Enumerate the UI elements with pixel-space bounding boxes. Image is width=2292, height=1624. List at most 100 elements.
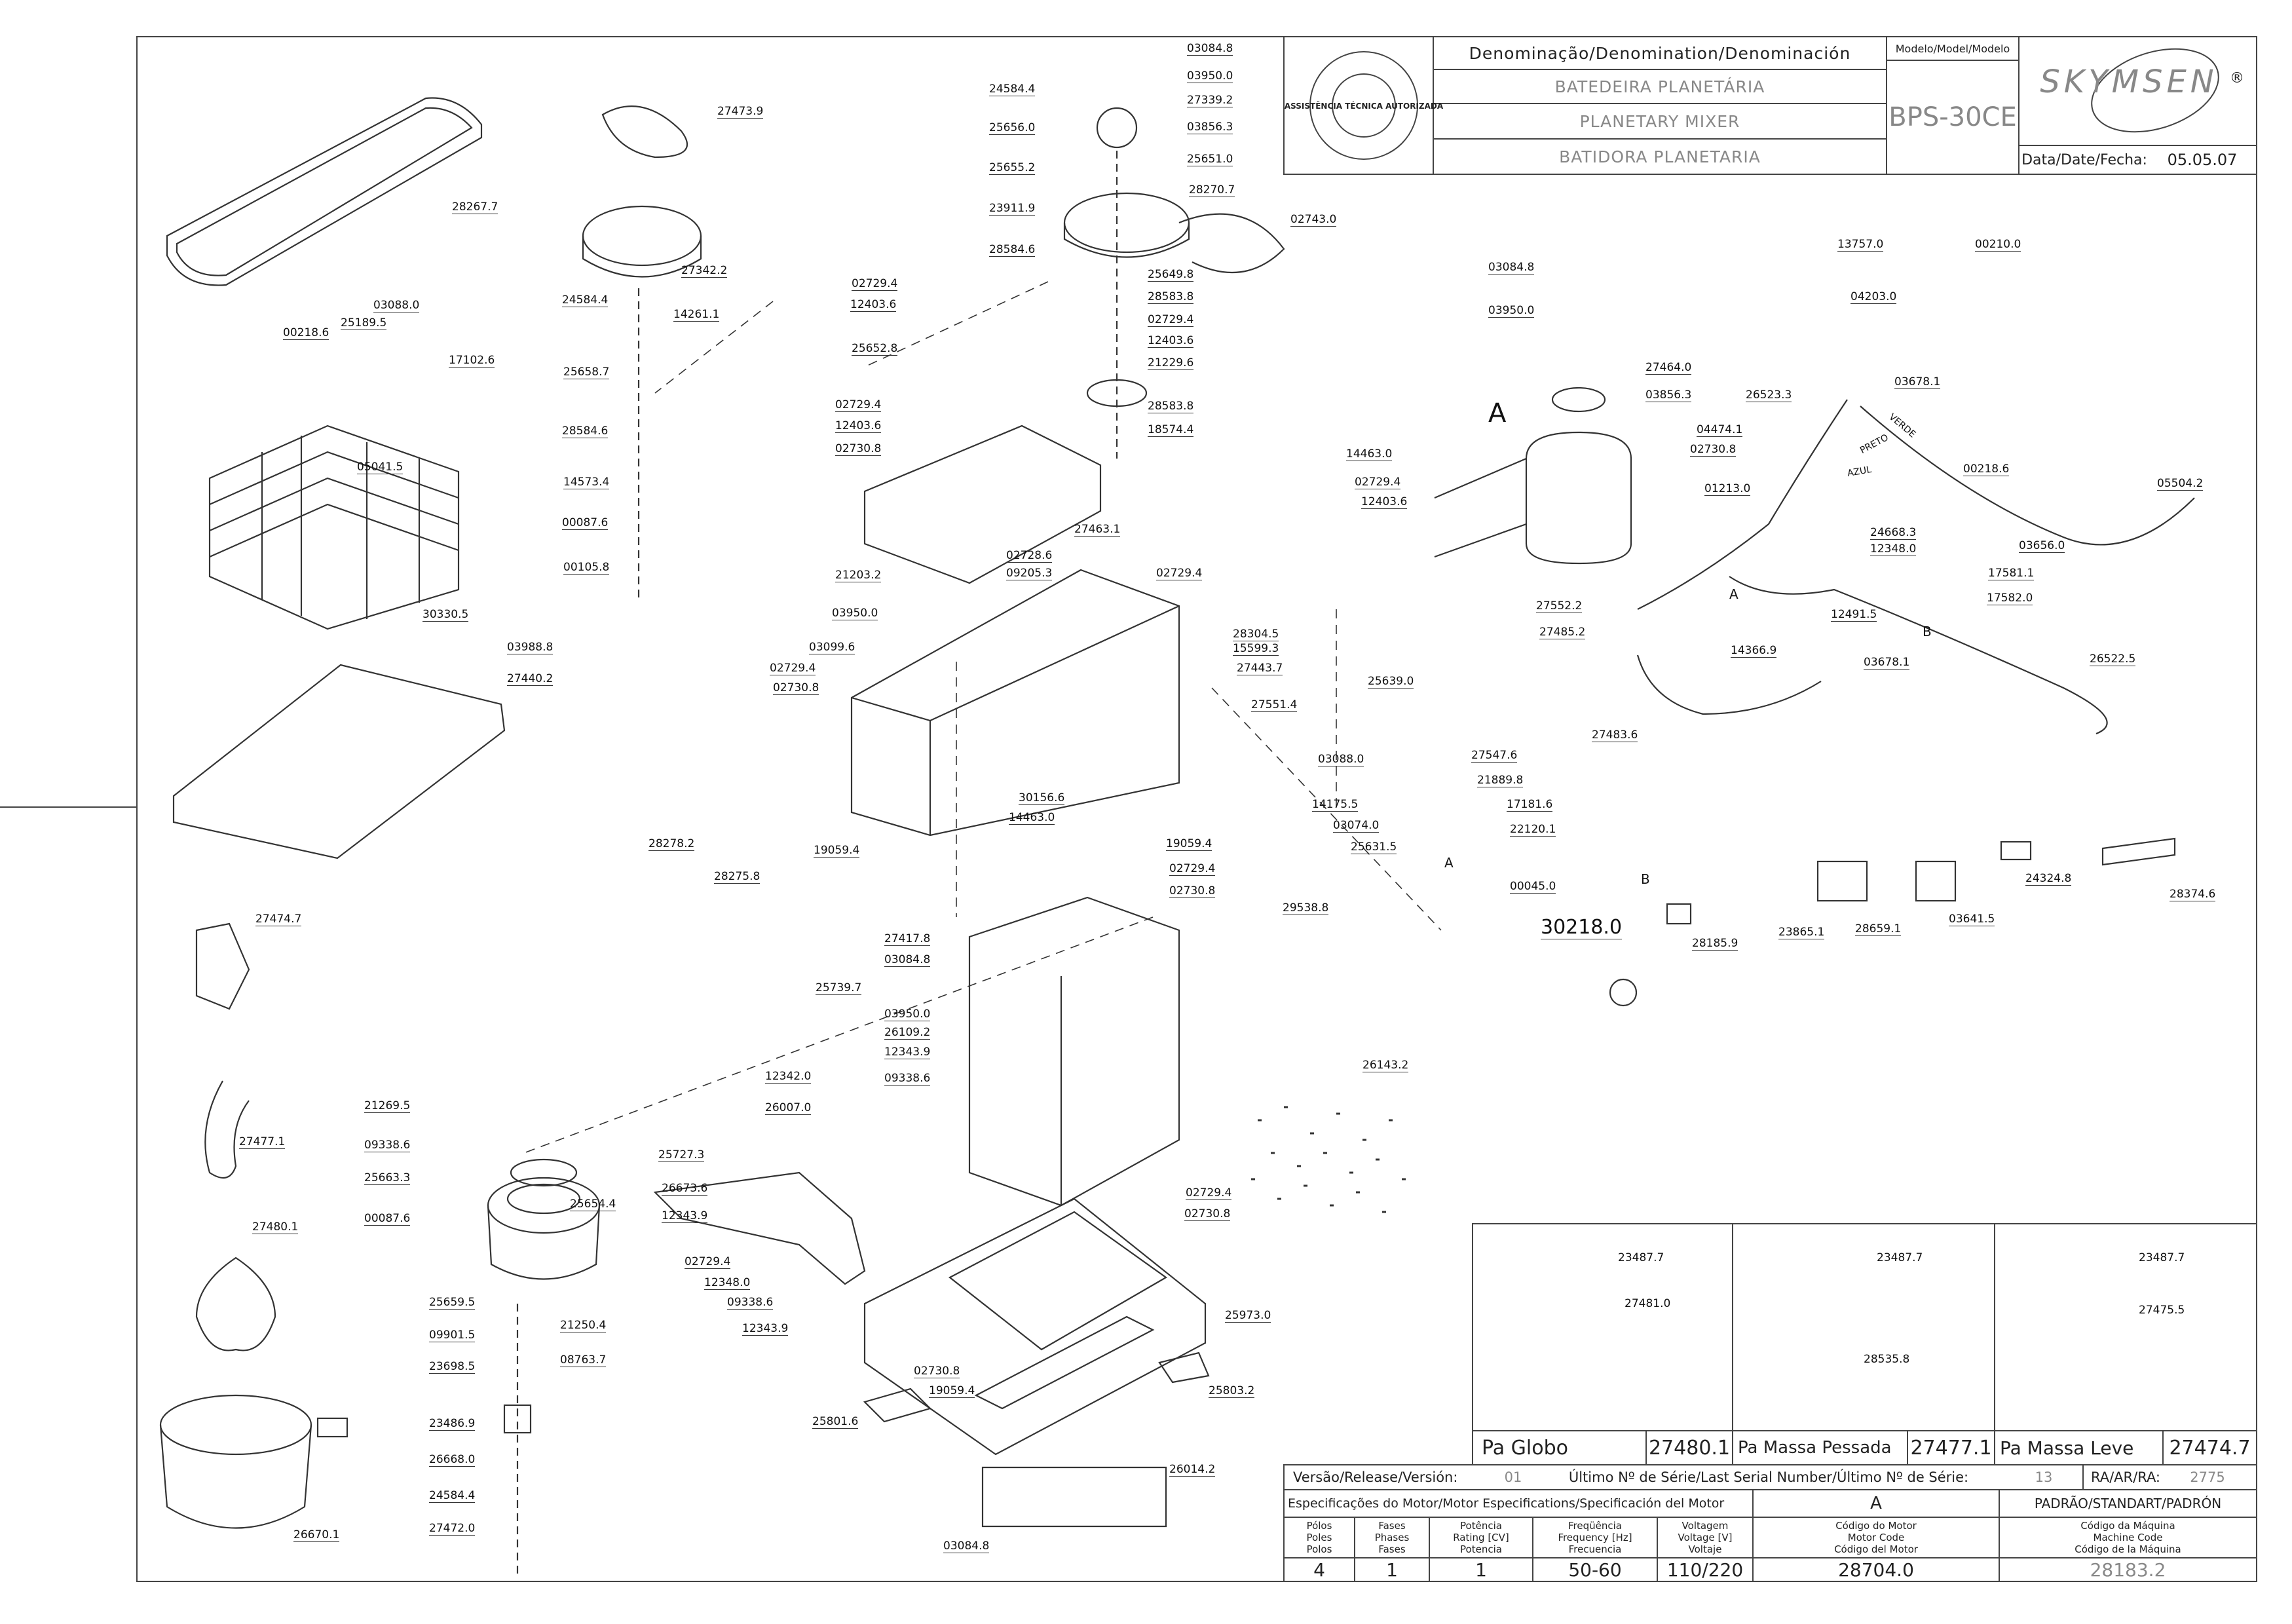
callout-14366.9: 14366.9 <box>1731 644 1777 658</box>
acc-1-part-a: 23487.7 <box>1618 1251 1664 1264</box>
callout-27472.0: 27472.0 <box>429 1522 476 1536</box>
callout-27552.2: 27552.2 <box>1536 599 1583 613</box>
callout-25639.0: 25639.0 <box>1368 675 1414 689</box>
callout-28304.5: 28304.5 <box>1233 628 1279 641</box>
callout-28583.8: 28583.8 <box>1148 400 1194 413</box>
callout-14573.4: 14573.4 <box>563 476 610 489</box>
callout-27417.8: 27417.8 <box>884 932 931 946</box>
callout-12348.0: 12348.0 <box>704 1276 751 1290</box>
callout-12343.9: 12343.9 <box>884 1046 931 1059</box>
callout-17582.0: 17582.0 <box>1987 592 2033 605</box>
serial-value: 13 <box>2035 1469 2053 1485</box>
callout-02729.4: 02729.4 <box>1169 862 1216 876</box>
parts-illustrations <box>159 97 2195 1579</box>
callout-12491.5: 12491.5 <box>1831 608 1877 622</box>
motor-col-standard: PADRÃO/STANDART/PADRÓN <box>2034 1496 2222 1511</box>
motor-spec-value-6: 28183.2 <box>2090 1558 2166 1581</box>
motor-spec-title: Especificações do Motor/Motor Especifica… <box>1288 1496 1725 1511</box>
part-sticker-blank <box>2000 840 2032 861</box>
title-block <box>1283 36 2257 175</box>
accessory-1-name: Pa Globo <box>1482 1436 1568 1460</box>
part-label-small <box>1666 903 1692 925</box>
sheet-frame <box>136 36 2257 1582</box>
callout-03950.0: 03950.0 <box>1488 304 1535 318</box>
seal-text: ASSISTÊNCIA TÉCNICA AUTORIZADA <box>1284 102 1444 111</box>
callout-28267.7: 28267.7 <box>452 200 498 214</box>
callout-26007.0: 26007.0 <box>765 1101 812 1115</box>
serial-label: Último Nº de Série/Last Serial Number/Úl… <box>1568 1469 1969 1485</box>
callout-00087.6: 00087.6 <box>562 516 609 530</box>
version-value: 01 <box>1504 1469 1522 1485</box>
callout-27547.6: 27547.6 <box>1471 749 1518 763</box>
part-bowl-guard <box>166 97 483 286</box>
part-pulley-right <box>1063 192 1190 254</box>
accessory-3-code: 27474.7 <box>2169 1436 2251 1460</box>
callout-27339.2: 27339.2 <box>1187 94 1233 107</box>
callout-14175.5: 14175.5 <box>1312 798 1359 812</box>
callout-19059.4: 19059.4 <box>929 1384 975 1398</box>
callout-03084.8: 03084.8 <box>1488 261 1535 274</box>
callout-26143.2: 26143.2 <box>1362 1059 1409 1072</box>
callout-25649.8: 25649.8 <box>1148 268 1194 282</box>
callout-28275.8: 28275.8 <box>714 870 761 884</box>
callout-09338.6: 09338.6 <box>364 1139 411 1152</box>
callout-27477.1: 27477.1 <box>239 1135 286 1149</box>
callout-25659.5: 25659.5 <box>429 1296 476 1310</box>
callout-00105.8: 00105.8 <box>563 561 610 575</box>
callout-29538.8: 29538.8 <box>1283 901 1329 915</box>
motor-spec-value-4: 110/220 <box>1666 1558 1744 1581</box>
callout-03856.3: 03856.3 <box>1187 121 1233 134</box>
callout-23486.9: 23486.9 <box>429 1417 476 1431</box>
callout-12343.9: 12343.9 <box>662 1209 708 1223</box>
callout-26670.1: 26670.1 <box>293 1528 340 1542</box>
part-dough-hook <box>204 1080 250 1179</box>
part-wire-basket <box>208 425 460 630</box>
callout-25656.0: 25656.0 <box>989 121 1036 135</box>
callout-02729.4: 02729.4 <box>1186 1186 1232 1200</box>
callout-03678.1: 03678.1 <box>1864 656 1910 670</box>
callout-02730.8: 02730.8 <box>914 1365 960 1378</box>
callout-02730.8: 02730.8 <box>835 442 882 456</box>
callout-21229.6: 21229.6 <box>1148 356 1194 370</box>
callout-27440.2: 27440.2 <box>507 672 554 686</box>
callout-26522.5: 26522.5 <box>2090 652 2136 666</box>
callout-17581.1: 17581.1 <box>1988 567 2035 580</box>
callout-25801.6: 25801.6 <box>812 1415 859 1429</box>
callout-03950.0: 03950.0 <box>1187 69 1233 83</box>
part-wire-whip <box>195 1256 276 1351</box>
part-nameplate <box>2101 837 2176 866</box>
callout-00045.0: 00045.0 <box>1510 880 1556 894</box>
callout-02730.8: 02730.8 <box>1690 443 1737 457</box>
callout-28374.6: 28374.6 <box>2170 888 2216 901</box>
product-name-en: PLANETARY MIXER <box>1579 111 1740 131</box>
callout-25658.7: 25658.7 <box>563 366 610 379</box>
callout-09901.5: 09901.5 <box>429 1329 476 1342</box>
part-gearbox-housing <box>850 569 1180 837</box>
callout-03950.0: 03950.0 <box>832 607 878 620</box>
callout-12403.6: 12403.6 <box>835 419 882 433</box>
callout-21889.8: 21889.8 <box>1477 774 1524 787</box>
callout-28278.2: 28278.2 <box>648 837 695 851</box>
detail-letter-b-switch: B <box>1641 871 1650 887</box>
motor-spec-table <box>1283 1464 2257 1582</box>
callout-02729.4: 02729.4 <box>835 398 882 412</box>
callout-26668.0: 26668.0 <box>429 1453 476 1467</box>
callout-12403.6: 12403.6 <box>850 298 897 312</box>
callout-02743.0: 02743.0 <box>1290 213 1337 227</box>
accessory-1-code: 27480.1 <box>1648 1436 1731 1460</box>
registered-mark: ® <box>2230 69 2244 86</box>
callout-25973.0: 25973.0 <box>1225 1309 1271 1323</box>
motor-spec-value-3: 50-60 <box>1568 1558 1622 1581</box>
callout-25189.5: 25189.5 <box>341 316 387 330</box>
authorized-service-seal <box>1309 51 1418 160</box>
callout-15599.3: 15599.3 <box>1233 642 1279 656</box>
callout-02730.8: 02730.8 <box>1169 884 1216 898</box>
callout-12348.0: 12348.0 <box>1870 542 1917 556</box>
callout-25651.0: 25651.0 <box>1187 153 1233 166</box>
model-value: BPS-30CE <box>1888 102 2017 132</box>
acc-1-part-b: 27481.0 <box>1625 1297 1671 1310</box>
callout-03856.3: 03856.3 <box>1645 388 1692 402</box>
callout-23698.5: 23698.5 <box>429 1360 476 1374</box>
